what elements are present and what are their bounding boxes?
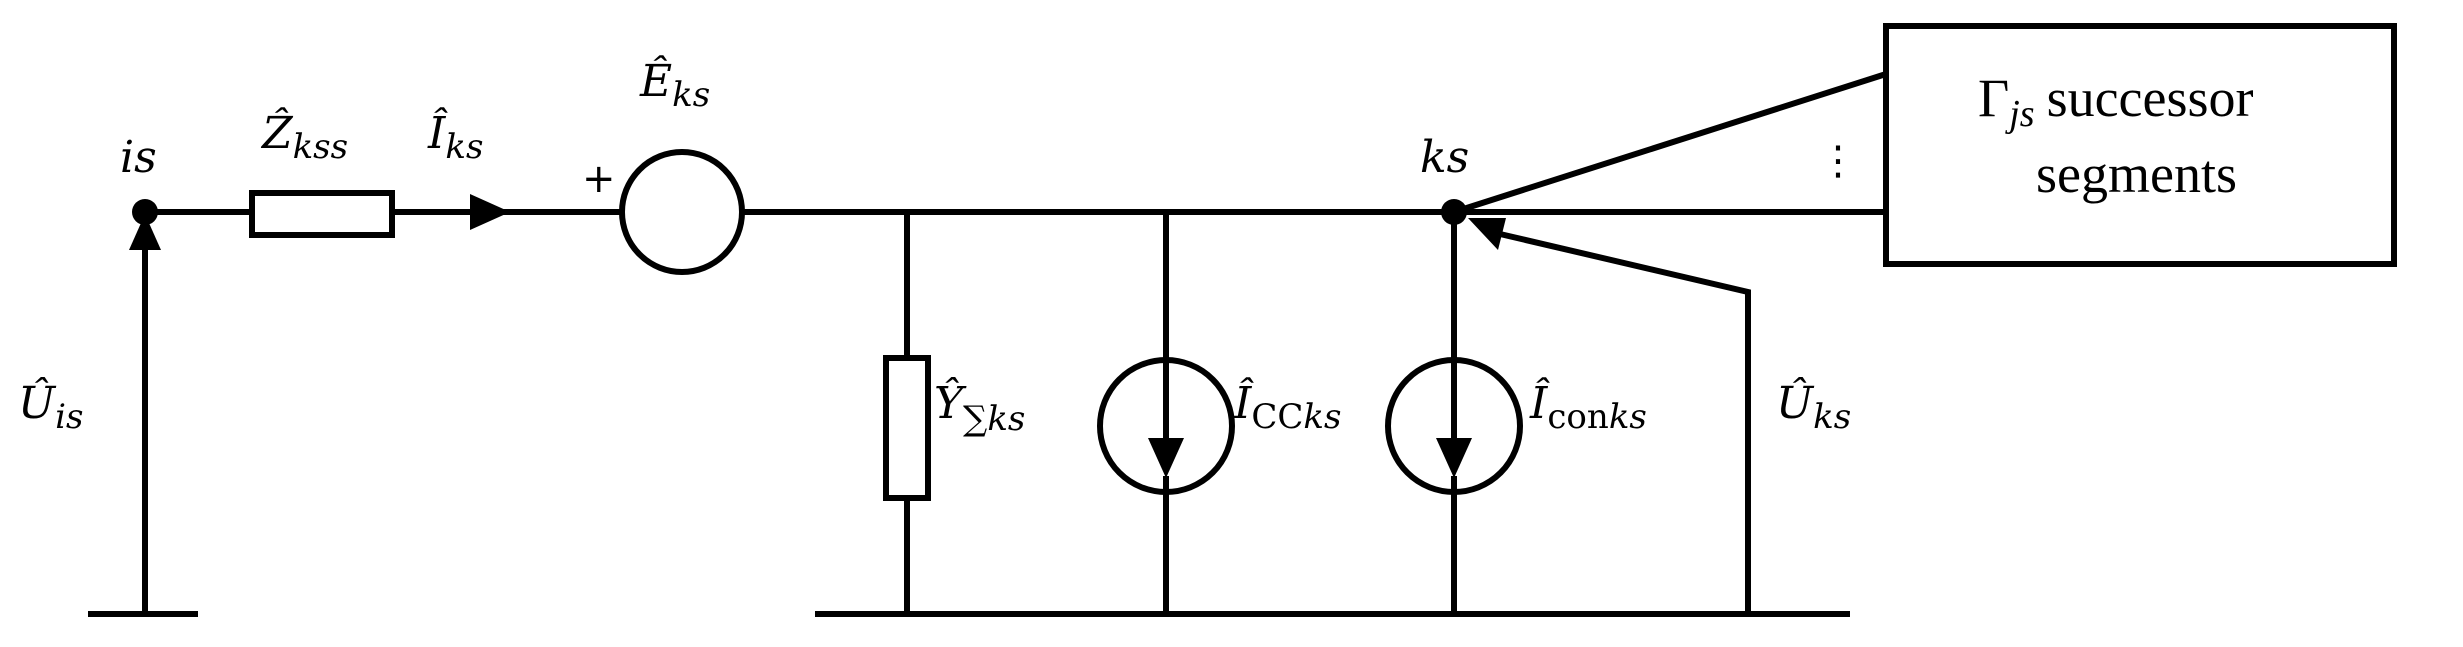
current-arrowhead-ks — [470, 194, 510, 230]
label-voltage-is-sub: is — [55, 397, 83, 437]
label-admittance-sigma: ∑ — [963, 399, 987, 439]
label-voltage-ks-sub: ks — [1813, 397, 1851, 437]
label-current-cc-sub: ks — [1303, 397, 1341, 437]
label-current-con: Îconks — [1529, 376, 1647, 437]
label-current-cc-main: Î — [1233, 376, 1254, 429]
successor-line-upper — [1453, 71, 1887, 215]
label-current-con-sub: ks — [1609, 397, 1647, 437]
label-plus: + — [582, 156, 616, 202]
successor-gamma-sub: js — [2004, 93, 2034, 135]
successor-box-line2: segments — [2036, 144, 2237, 204]
label-current-ks: Îks — [427, 106, 483, 167]
label-node-ks: ks — [1420, 132, 1469, 183]
admittance-y — [883, 355, 931, 501]
successor-line1-rest: successor — [2047, 68, 2254, 128]
successor-box — [1883, 23, 2397, 267]
node-is — [132, 199, 158, 225]
impedance-z — [249, 190, 395, 238]
label-current-sub: ks — [445, 127, 483, 167]
label-voltage-ks-main: Û — [1776, 376, 1815, 429]
label-voltage-ks: Ûks — [1776, 376, 1851, 437]
current-arrowhead-con — [1436, 438, 1472, 478]
emf-source — [619, 149, 745, 275]
label-current-main: Î — [427, 106, 448, 159]
label-current-cc: ÎCCks — [1233, 376, 1341, 437]
label-emf-main: Ê — [639, 54, 672, 107]
label-impedance-sub: kss — [293, 127, 349, 167]
label-impedance: Ẑkss — [260, 106, 348, 167]
label-current-con-subcon: con — [1547, 397, 1608, 437]
label-emf-sub: ks — [672, 75, 710, 115]
label-admittance-main: Ŷ — [934, 376, 967, 429]
label-current-con-main: Î — [1529, 376, 1550, 429]
voltage-arrowhead-ks — [1468, 218, 1506, 250]
label-impedance-main: Ẑ — [260, 106, 294, 159]
voltage-arrow-ks — [1499, 231, 1751, 614]
voltage-arrowhead-is — [129, 214, 161, 250]
label-ellipsis: ⋮ — [1818, 138, 1858, 184]
current-arrowhead-cc — [1148, 438, 1184, 478]
label-voltage-is-main: Û — [18, 376, 57, 429]
label-voltage-is: Ûis — [18, 376, 83, 437]
label-admittance: Ŷ∑ks — [934, 376, 1025, 439]
label-emf: Êks — [639, 54, 710, 115]
label-node-is: is — [120, 132, 157, 183]
successor-gamma: Γ — [1978, 68, 2009, 128]
label-current-cc-subcc: CC — [1251, 397, 1303, 437]
label-admittance-sub: ks — [987, 399, 1025, 439]
successor-box-line1: Γjs successor — [1978, 68, 2254, 135]
